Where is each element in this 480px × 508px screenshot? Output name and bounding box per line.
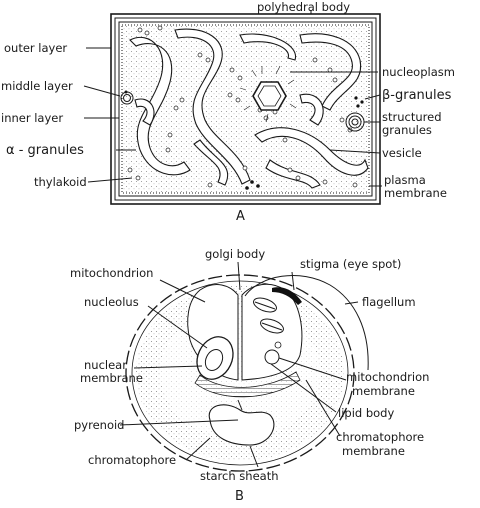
label-vesicle: vesicle	[382, 146, 422, 160]
middle-layer-wall	[114, 17, 377, 201]
thylakoid-system	[129, 28, 369, 189]
label-lipid-body: lipid body	[338, 406, 394, 420]
hatched-band	[194, 371, 301, 398]
label-pyrenoid: pyrenoid	[74, 418, 124, 432]
label-mito-membrane-1: mitochondrion	[346, 370, 429, 384]
label-plasma-membrane-1: plasma	[384, 173, 426, 187]
label-inner-layer: inner layer	[1, 111, 63, 125]
panel-b-leaders	[119, 261, 359, 468]
panel-a-leaders	[83, 10, 382, 187]
label-chromatophore: chromatophore	[88, 453, 176, 467]
alpha-granules	[127, 25, 358, 188]
mitochondrion-stacks	[253, 297, 284, 334]
cell-membrane	[131, 280, 349, 466]
stigma	[272, 287, 302, 305]
label-stigma: stigma (eye spot)	[300, 257, 401, 271]
label-nucleolus: nucleolus	[84, 295, 139, 309]
caption-a: A	[236, 209, 245, 224]
label-middle-layer: middle layer	[1, 79, 73, 93]
label-structured-granules-2: granules	[382, 123, 432, 137]
label-outer-layer: outer layer	[4, 41, 67, 55]
mito-small	[274, 341, 282, 349]
caption-b: B	[235, 489, 244, 504]
label-mito-membrane-2: membrane	[352, 384, 415, 398]
label-beta-granules: β-granules	[382, 88, 452, 103]
label-polyhedral-body: polyhedral body	[257, 0, 350, 14]
flagellum	[244, 274, 369, 371]
pellicle	[125, 274, 355, 472]
starch-sheath	[208, 404, 275, 446]
outer-layer-wall	[110, 13, 381, 205]
nucleolus	[204, 348, 224, 372]
inner-layer-wall	[118, 21, 373, 197]
label-flagellum: flagellum	[362, 295, 416, 309]
polyhedral-body	[239, 65, 297, 123]
label-starch-sheath: starch sheath	[200, 469, 279, 483]
plasma-membrane	[121, 24, 370, 194]
structured-granules	[345, 112, 365, 132]
label-plasma-membrane-2: membrane	[384, 186, 447, 200]
structured-granule-left	[120, 91, 134, 105]
label-structured-granules-1: structured	[382, 110, 442, 124]
label-nucleoplasm: nucleoplasm	[382, 65, 455, 79]
label-mitochondrion: mitochondrion	[70, 266, 153, 280]
label-chromatophore-membrane-1: chromatophore	[336, 430, 424, 444]
panel-b-euglena: golgi body stigma (eye spot) mitochondri…	[70, 247, 429, 504]
label-thylakoid: thylakoid	[34, 175, 87, 189]
label-golgi-body: golgi body	[205, 247, 265, 261]
label-nuclear-membrane-2: membrane	[80, 371, 143, 385]
label-alpha-granules: α - granules	[6, 143, 84, 158]
panel-a-cyanobacterium: polyhedral body outer layer middle layer…	[1, 0, 455, 224]
pyrenoid-stalk	[237, 399, 243, 411]
label-nuclear-membrane-1: nuclear	[84, 358, 127, 372]
label-chromatophore-membrane-2: membrane	[342, 444, 405, 458]
lipid-body	[264, 349, 280, 365]
